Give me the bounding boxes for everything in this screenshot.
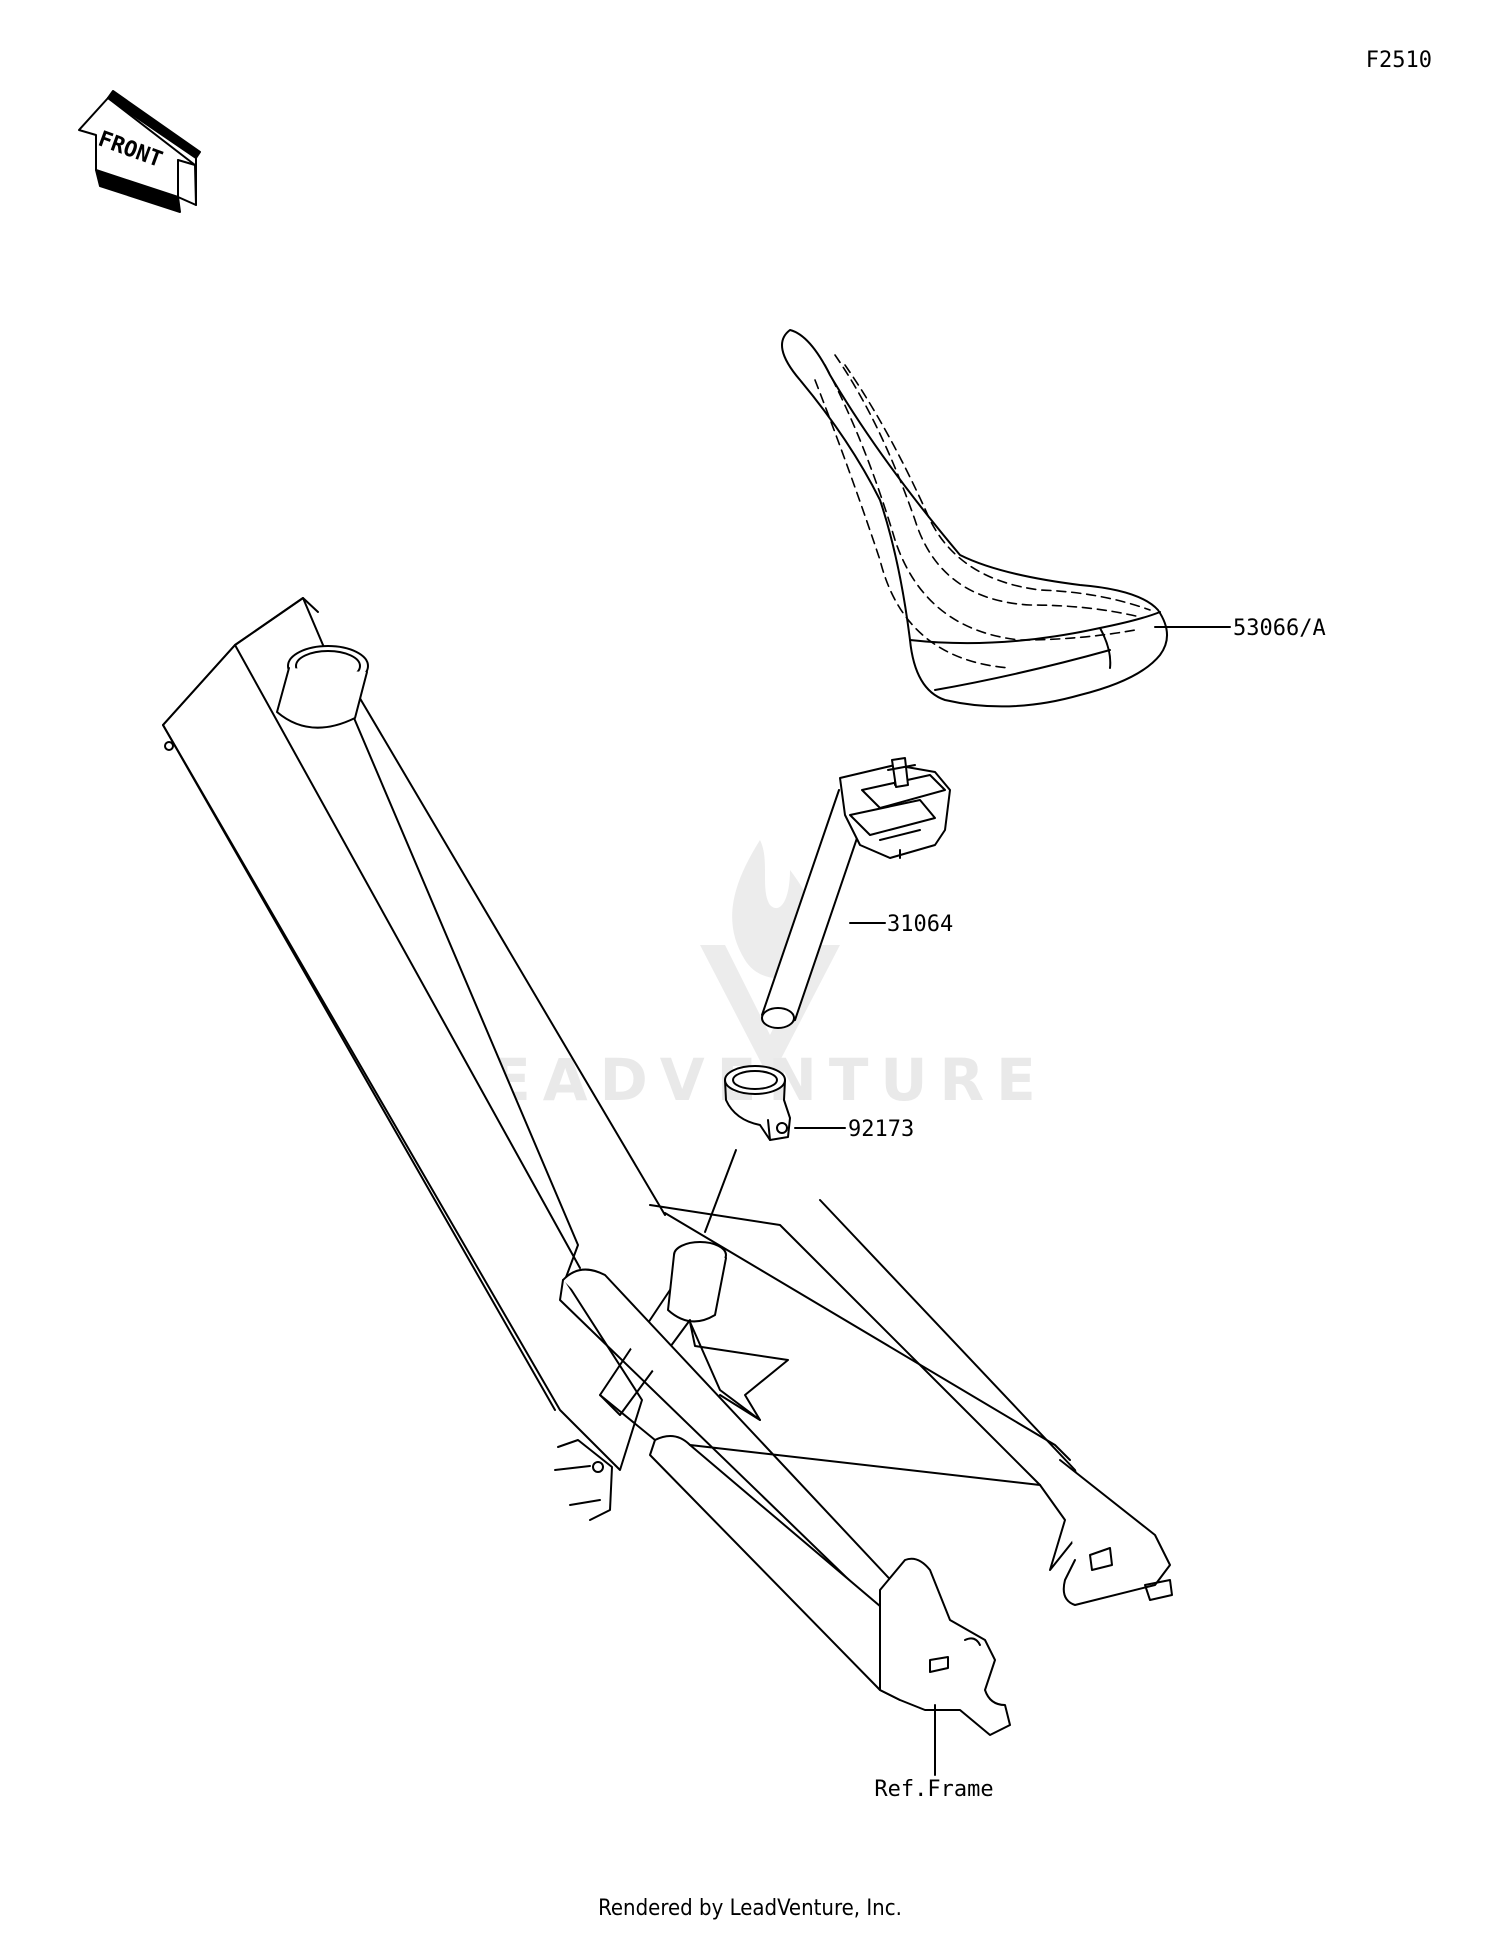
- leader-lines: [704, 626, 1231, 1776]
- seat-post-drawing: [761, 757, 951, 1029]
- callout-92173: 92173: [848, 1117, 914, 1142]
- seat-drawing: [781, 329, 1168, 708]
- figure-id: F2510: [1366, 48, 1432, 73]
- callout-31064: 31064: [887, 912, 953, 937]
- front-arrow-icon: [78, 90, 201, 213]
- callout-ref-frame: Ref.Frame: [874, 1777, 993, 1802]
- footer-credit: Rendered by LeadVenture, Inc.: [598, 1896, 902, 1921]
- seat-clamp-drawing: [724, 1065, 791, 1141]
- callout-53066-a: 53066/A: [1233, 616, 1326, 641]
- frame-drawing: [162, 597, 1173, 1736]
